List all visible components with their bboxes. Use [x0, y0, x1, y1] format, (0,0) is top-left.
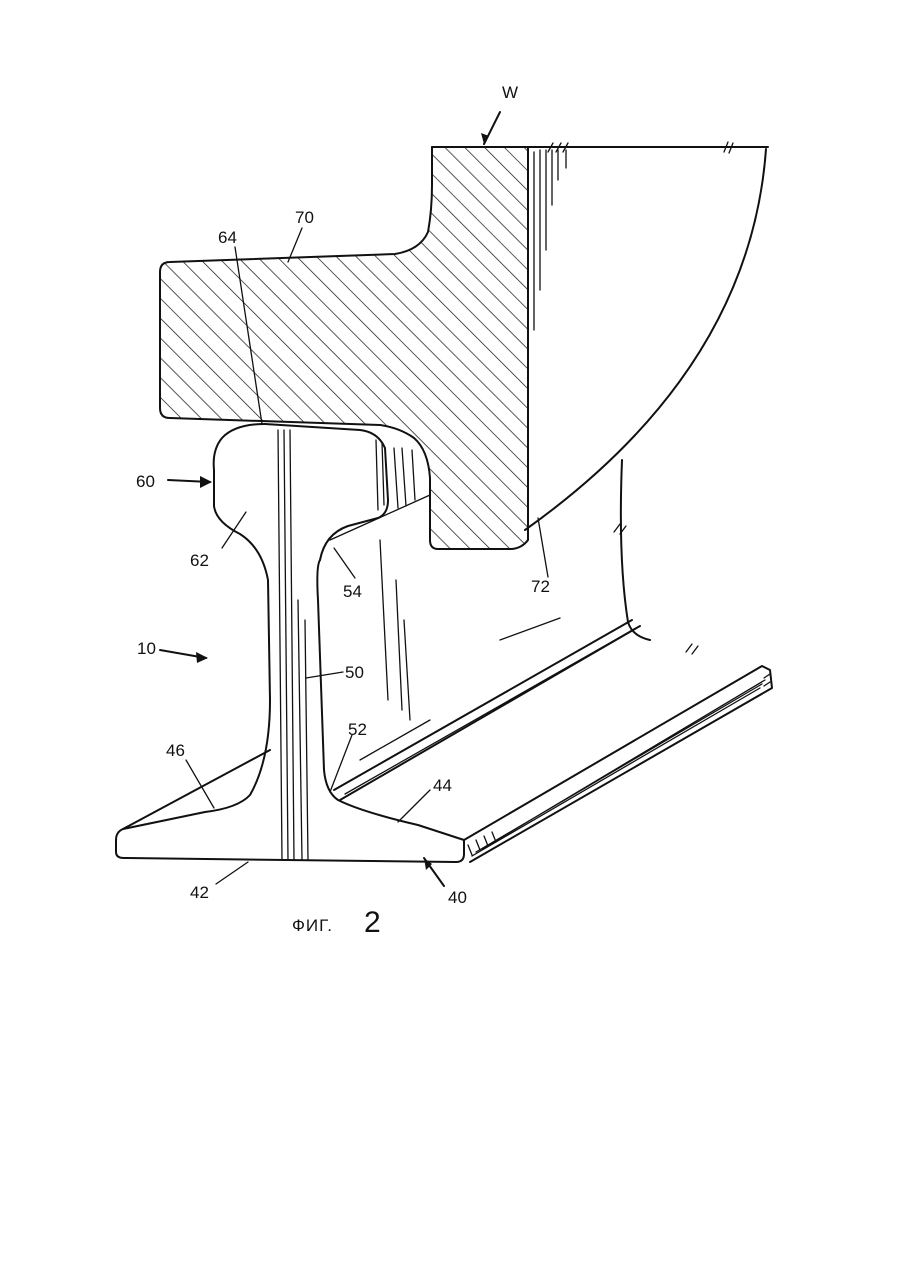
- label-50: 50: [345, 663, 364, 682]
- label-70: 70: [295, 208, 314, 227]
- label-42: 42: [190, 883, 209, 902]
- wheel-shading: [534, 143, 568, 330]
- label-54: 54: [343, 582, 362, 601]
- label-72: 72: [531, 577, 550, 596]
- label-52: 52: [348, 720, 367, 739]
- caption-prefix: ФИГ.: [292, 916, 333, 935]
- caption-number: 2: [364, 906, 381, 939]
- base-edge-shading: [468, 680, 765, 856]
- wheel-flange-section: [160, 147, 528, 549]
- figure-caption: ФИГ. 2: [292, 906, 381, 939]
- label-60: 60: [136, 472, 155, 491]
- label-10: 10: [137, 639, 156, 658]
- label-40: 40: [448, 888, 467, 907]
- web-shading: [278, 430, 308, 860]
- label-46: 46: [166, 741, 185, 760]
- label-44: 44: [433, 776, 452, 795]
- label-62: 62: [190, 551, 209, 570]
- label-64: 64: [218, 228, 237, 247]
- label-w: W: [502, 83, 518, 102]
